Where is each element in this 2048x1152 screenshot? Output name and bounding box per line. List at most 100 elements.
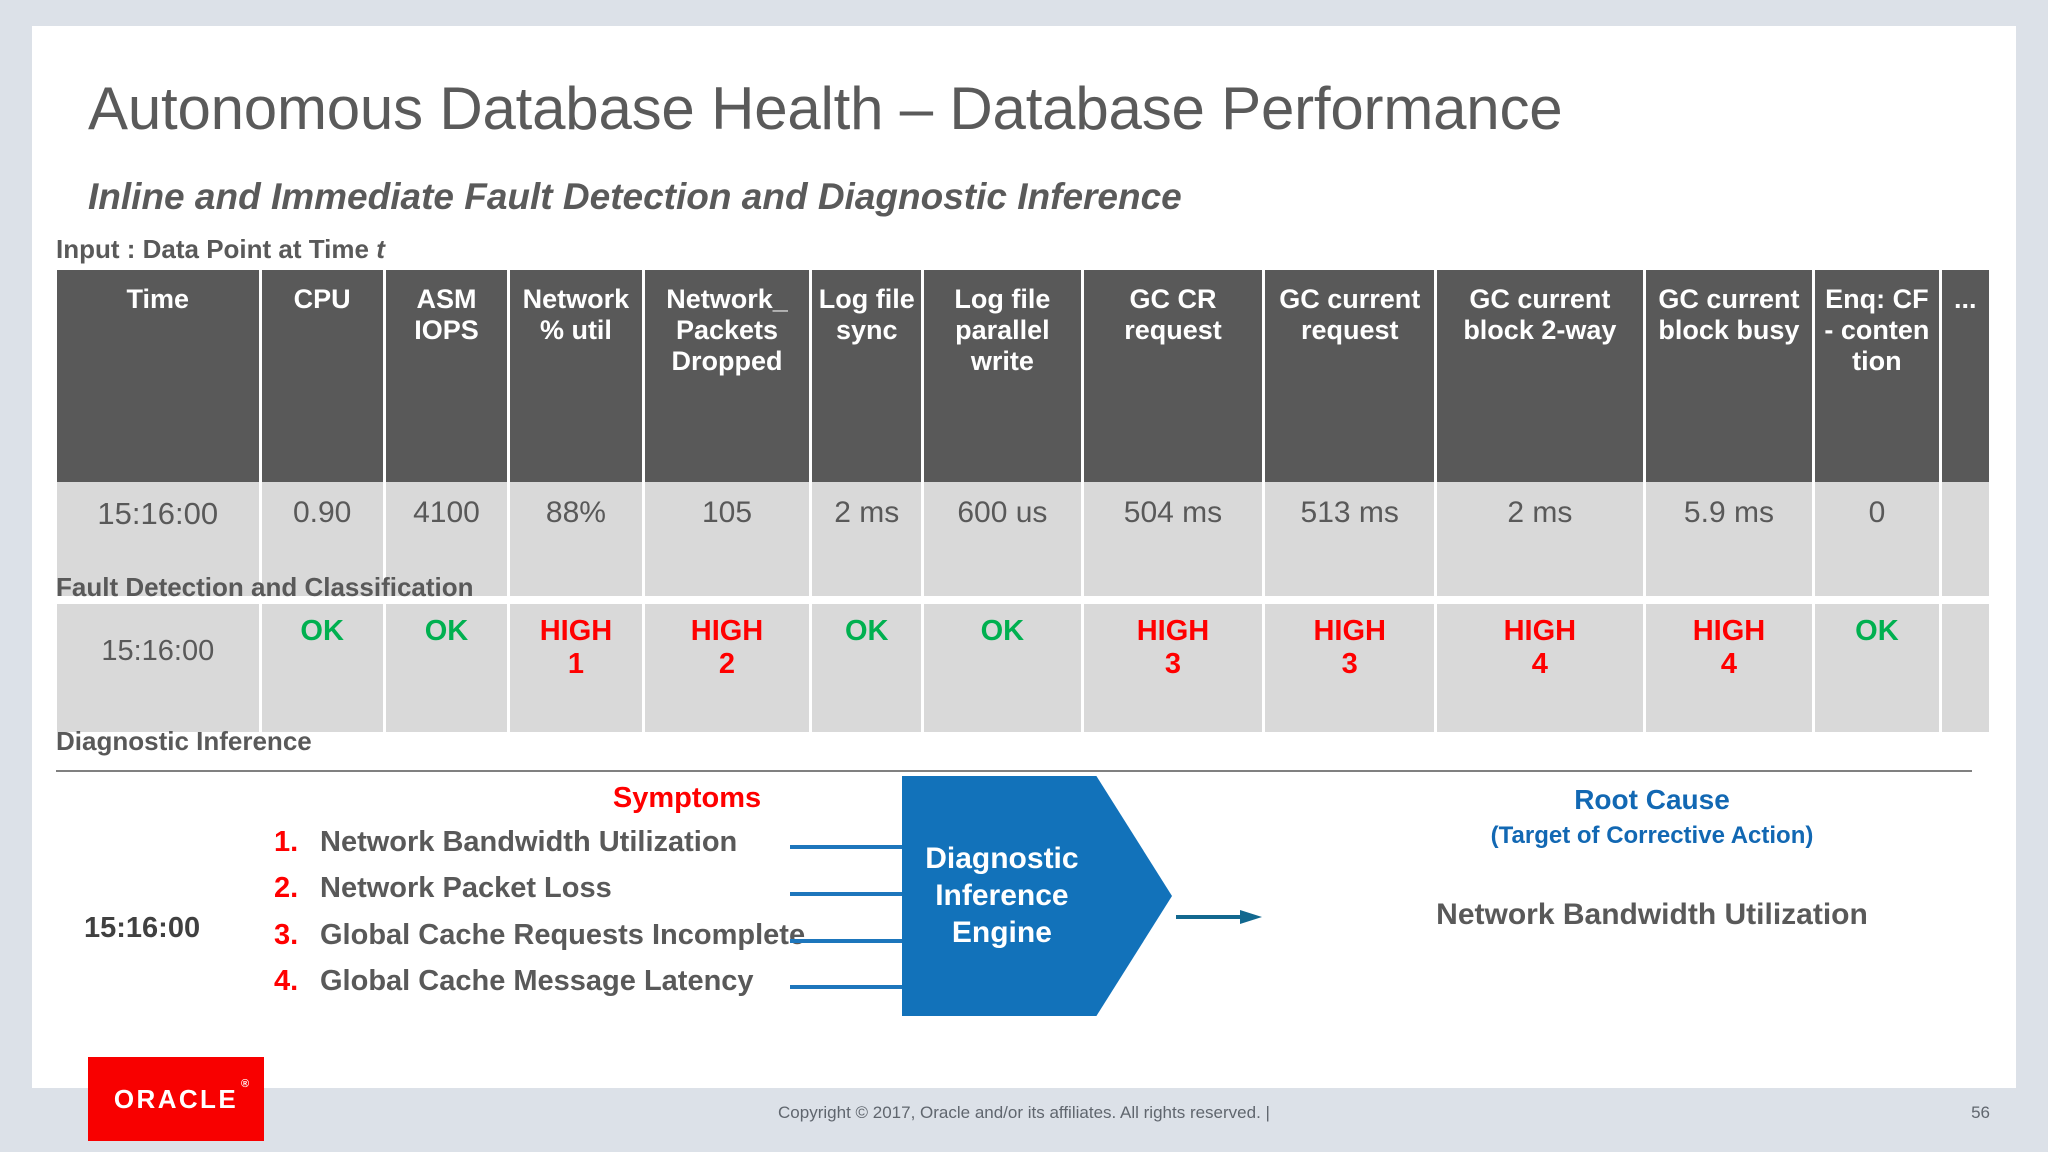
diagnostic-inference-diagram: 15:16:00 Symptoms 1. Network Bandwidth Ut…	[32, 772, 2016, 1038]
column-header: Network_ Packets Dropped	[644, 270, 810, 482]
status-rank: 2	[718, 648, 736, 681]
list-item-number: 1.	[274, 826, 299, 858]
status-badge: OK	[812, 604, 922, 732]
slide-canvas: Autonomous Database Health – Database Pe…	[32, 26, 2016, 1088]
status-label: OK	[844, 615, 889, 647]
section-divider	[56, 770, 1972, 772]
cell-value: 2 ms	[812, 482, 922, 596]
status-badge-overflow	[1941, 604, 1989, 732]
connector-line	[790, 939, 902, 943]
fault-section-caption: Fault Detection and Classification	[56, 572, 474, 602]
status-label: HIGH	[1692, 615, 1766, 647]
column-header: Log file parallel write	[924, 270, 1081, 482]
page-title: Autonomous Database Health – Database Pe…	[88, 75, 1563, 142]
column-header: Log file sync	[812, 270, 922, 482]
output-arrow-icon	[1176, 910, 1266, 924]
column-header: Time	[57, 270, 259, 482]
column-header: CPU	[261, 270, 383, 482]
cell-value: 4100	[385, 482, 508, 596]
status-label: HIGH	[1503, 615, 1577, 647]
symptoms-heading: Symptoms	[612, 782, 762, 814]
arrow-head	[1240, 910, 1262, 924]
status-rank: 4	[1531, 648, 1548, 681]
table-row: 15:16:00 0.90 4100 88% 105 2 ms 600 us 5…	[57, 482, 1989, 596]
cell-value: 513 ms	[1265, 482, 1435, 596]
status-label: OK	[980, 615, 1025, 647]
status-label: OK	[1855, 615, 1899, 647]
list-item: 3. Global Cache Requests Incomplete	[274, 919, 805, 964]
page-subtitle: Inline and Immediate Fault Detection and…	[88, 176, 1182, 217]
input-caption-text: Input : Data Point at Time	[56, 234, 377, 264]
cell-value: 88%	[510, 482, 642, 596]
column-header: GC CR request	[1083, 270, 1263, 482]
registered-trademark-icon: ®	[240, 1077, 250, 1090]
diagnostic-timestamp: 15:16:00	[84, 912, 201, 944]
root-cause-panel: Root Cause (Target of Corrective Action)…	[1332, 772, 1972, 932]
input-data-table: Time CPU ASM IOPS Network % util Network…	[54, 270, 1992, 596]
column-header-overflow: ...	[1941, 270, 1989, 482]
status-rank: 3	[1341, 648, 1358, 681]
input-caption-italic-t: t	[376, 234, 385, 264]
cell-value-overflow	[1941, 482, 1989, 596]
oracle-wordmark-text: ORACLE	[113, 1083, 239, 1114]
cell-time: 15:16:00	[57, 482, 259, 596]
status-label: OK	[424, 615, 469, 647]
list-item-label: Global Cache Message Latency	[320, 965, 754, 997]
column-header: GC current block busy	[1645, 270, 1813, 482]
connector-line	[790, 845, 902, 849]
table-header-row: Time CPU ASM IOPS Network % util Network…	[57, 270, 1989, 482]
list-item: 4. Global Cache Message Latency	[274, 965, 754, 1010]
root-cause-subtitle: (Target of Corrective Action)	[1490, 822, 1814, 849]
list-item: 1. Network Bandwidth Utilization	[274, 826, 737, 871]
column-header: GC current request	[1265, 270, 1435, 482]
cell-value: 105	[644, 482, 810, 596]
status-label: HIGH	[1313, 615, 1386, 647]
oracle-wordmark: ORACLE®	[113, 1078, 249, 1115]
column-header: Network % util	[510, 270, 642, 482]
connector-line	[790, 985, 902, 989]
list-item: 2. Network Packet Loss	[274, 872, 612, 917]
arrow-stem	[1176, 915, 1246, 919]
copyright-notice: Copyright © 2017, Oracle and/or its affi…	[778, 1103, 1270, 1122]
cell-value: 600 us	[924, 482, 1081, 596]
cell-value: 5.9 ms	[1645, 482, 1813, 596]
status-rank: 4	[1720, 648, 1737, 681]
list-item-label: Network Packet Loss	[320, 872, 612, 904]
cell-value: 0.90	[261, 482, 383, 596]
column-header: Enq: CF - conten tion	[1815, 270, 1939, 482]
column-header: ASM IOPS	[385, 270, 508, 482]
column-header: GC current block 2-way	[1437, 270, 1643, 482]
input-section-caption: Input : Data Point at Time t	[56, 234, 385, 265]
oracle-logo: ORACLE®	[88, 1057, 264, 1141]
diagnostic-section-caption: Diagnostic Inference	[56, 726, 312, 756]
list-item-label: Network Bandwidth Utilization	[320, 826, 738, 858]
diagnostic-inference-engine-shape: Diagnostic Inference Engine	[902, 776, 1176, 1020]
page-number: 56	[1971, 1103, 1990, 1122]
status-badge: OK	[261, 604, 383, 732]
status-label: HIGH	[1136, 615, 1210, 647]
status-badge: OK	[1815, 604, 1939, 732]
list-item-number: 4.	[274, 965, 299, 997]
connector-line	[790, 892, 902, 896]
status-rank: 3	[1164, 648, 1182, 681]
root-cause-title: Root Cause	[1574, 784, 1730, 815]
status-label: HIGH	[539, 615, 613, 647]
status-rank: 1	[567, 648, 585, 681]
status-badge: OK	[385, 604, 508, 732]
status-label: HIGH	[690, 615, 764, 647]
root-cause-value: Network Bandwidth Utilization	[1436, 898, 1868, 931]
status-label: OK	[300, 615, 344, 647]
list-item-number: 2.	[274, 872, 299, 904]
cell-time: 15:16:00	[57, 604, 259, 732]
list-item-label: Global Cache Requests Incomplete	[320, 919, 806, 951]
list-item-number: 3.	[274, 919, 299, 951]
footer-band	[0, 1088, 2048, 1152]
cell-value: 2 ms	[1437, 482, 1643, 596]
